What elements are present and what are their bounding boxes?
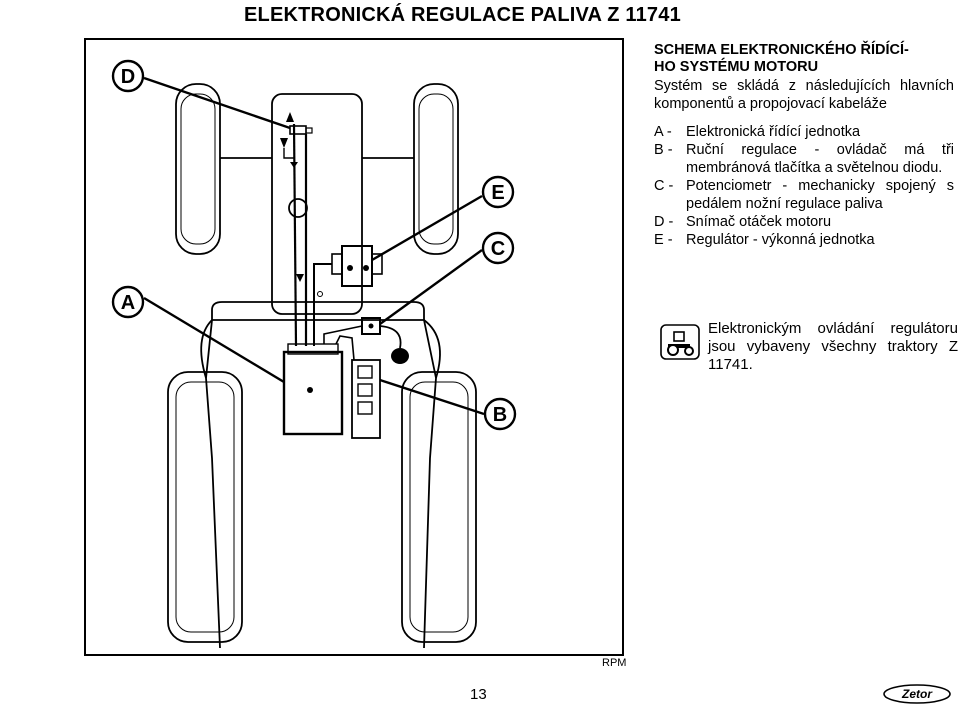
rear-right-wheel: [401, 371, 477, 643]
rear-left-wheel: [167, 371, 243, 643]
label-e: E: [491, 182, 504, 204]
svg-text:Zetor: Zetor: [901, 687, 933, 701]
legend-item-d: D - Snímač otáček motoru: [654, 214, 832, 230]
legend-item-e: E - Regulátor - výkonná jednotka: [654, 232, 875, 248]
schema-intro: Systém se skládá z následujících hlavníc…: [654, 78, 954, 112]
label-a: A: [121, 292, 135, 314]
note-text: Elektronickým ovládání regulátoru jsou v…: [708, 320, 958, 373]
label-c: C: [491, 238, 505, 260]
zetor-logo: Zetor: [883, 684, 951, 704]
tractor-note: Elektronickým ovládání regulátoru jsou v…: [660, 320, 958, 380]
speed-sensor: [289, 125, 307, 135]
schema-title: SCHEMA ELEKTRONICKÉHO ŘÍDÍCÍ- HO SYSTÉMU…: [654, 42, 909, 75]
page-number: 13: [470, 686, 487, 703]
diagram-frame: [84, 38, 624, 656]
tractor-icon: [660, 324, 700, 360]
legend-item-c: C - Potenciometr - mechanicky spojený s …: [654, 178, 954, 212]
label-d: D: [121, 66, 135, 88]
manual-control: [351, 359, 381, 439]
legend-item-a: A - Elektronická řídící jednotka: [654, 124, 861, 140]
legend-item-b: B - Ruční regulace - ovládač má tři memb…: [654, 142, 954, 176]
label-b: B: [493, 404, 507, 426]
front-right-wheel: [413, 83, 459, 255]
control-unit: [282, 350, 344, 436]
tractor-diagram: D A E C B: [111, 59, 517, 649]
component-legend: A - Elektronická řídící jednotka B - Ruč…: [654, 123, 954, 249]
tractor-hood: [271, 93, 363, 315]
front-left-wheel: [175, 83, 221, 255]
page-title: ELEKTRONICKÁ REGULACE PALIVA Z 11741: [244, 4, 681, 26]
description-column: SCHEMA ELEKTRONICKÉHO ŘÍDÍCÍ- HO SYSTÉMU…: [654, 42, 954, 249]
footer-tag: RPM: [602, 657, 627, 669]
